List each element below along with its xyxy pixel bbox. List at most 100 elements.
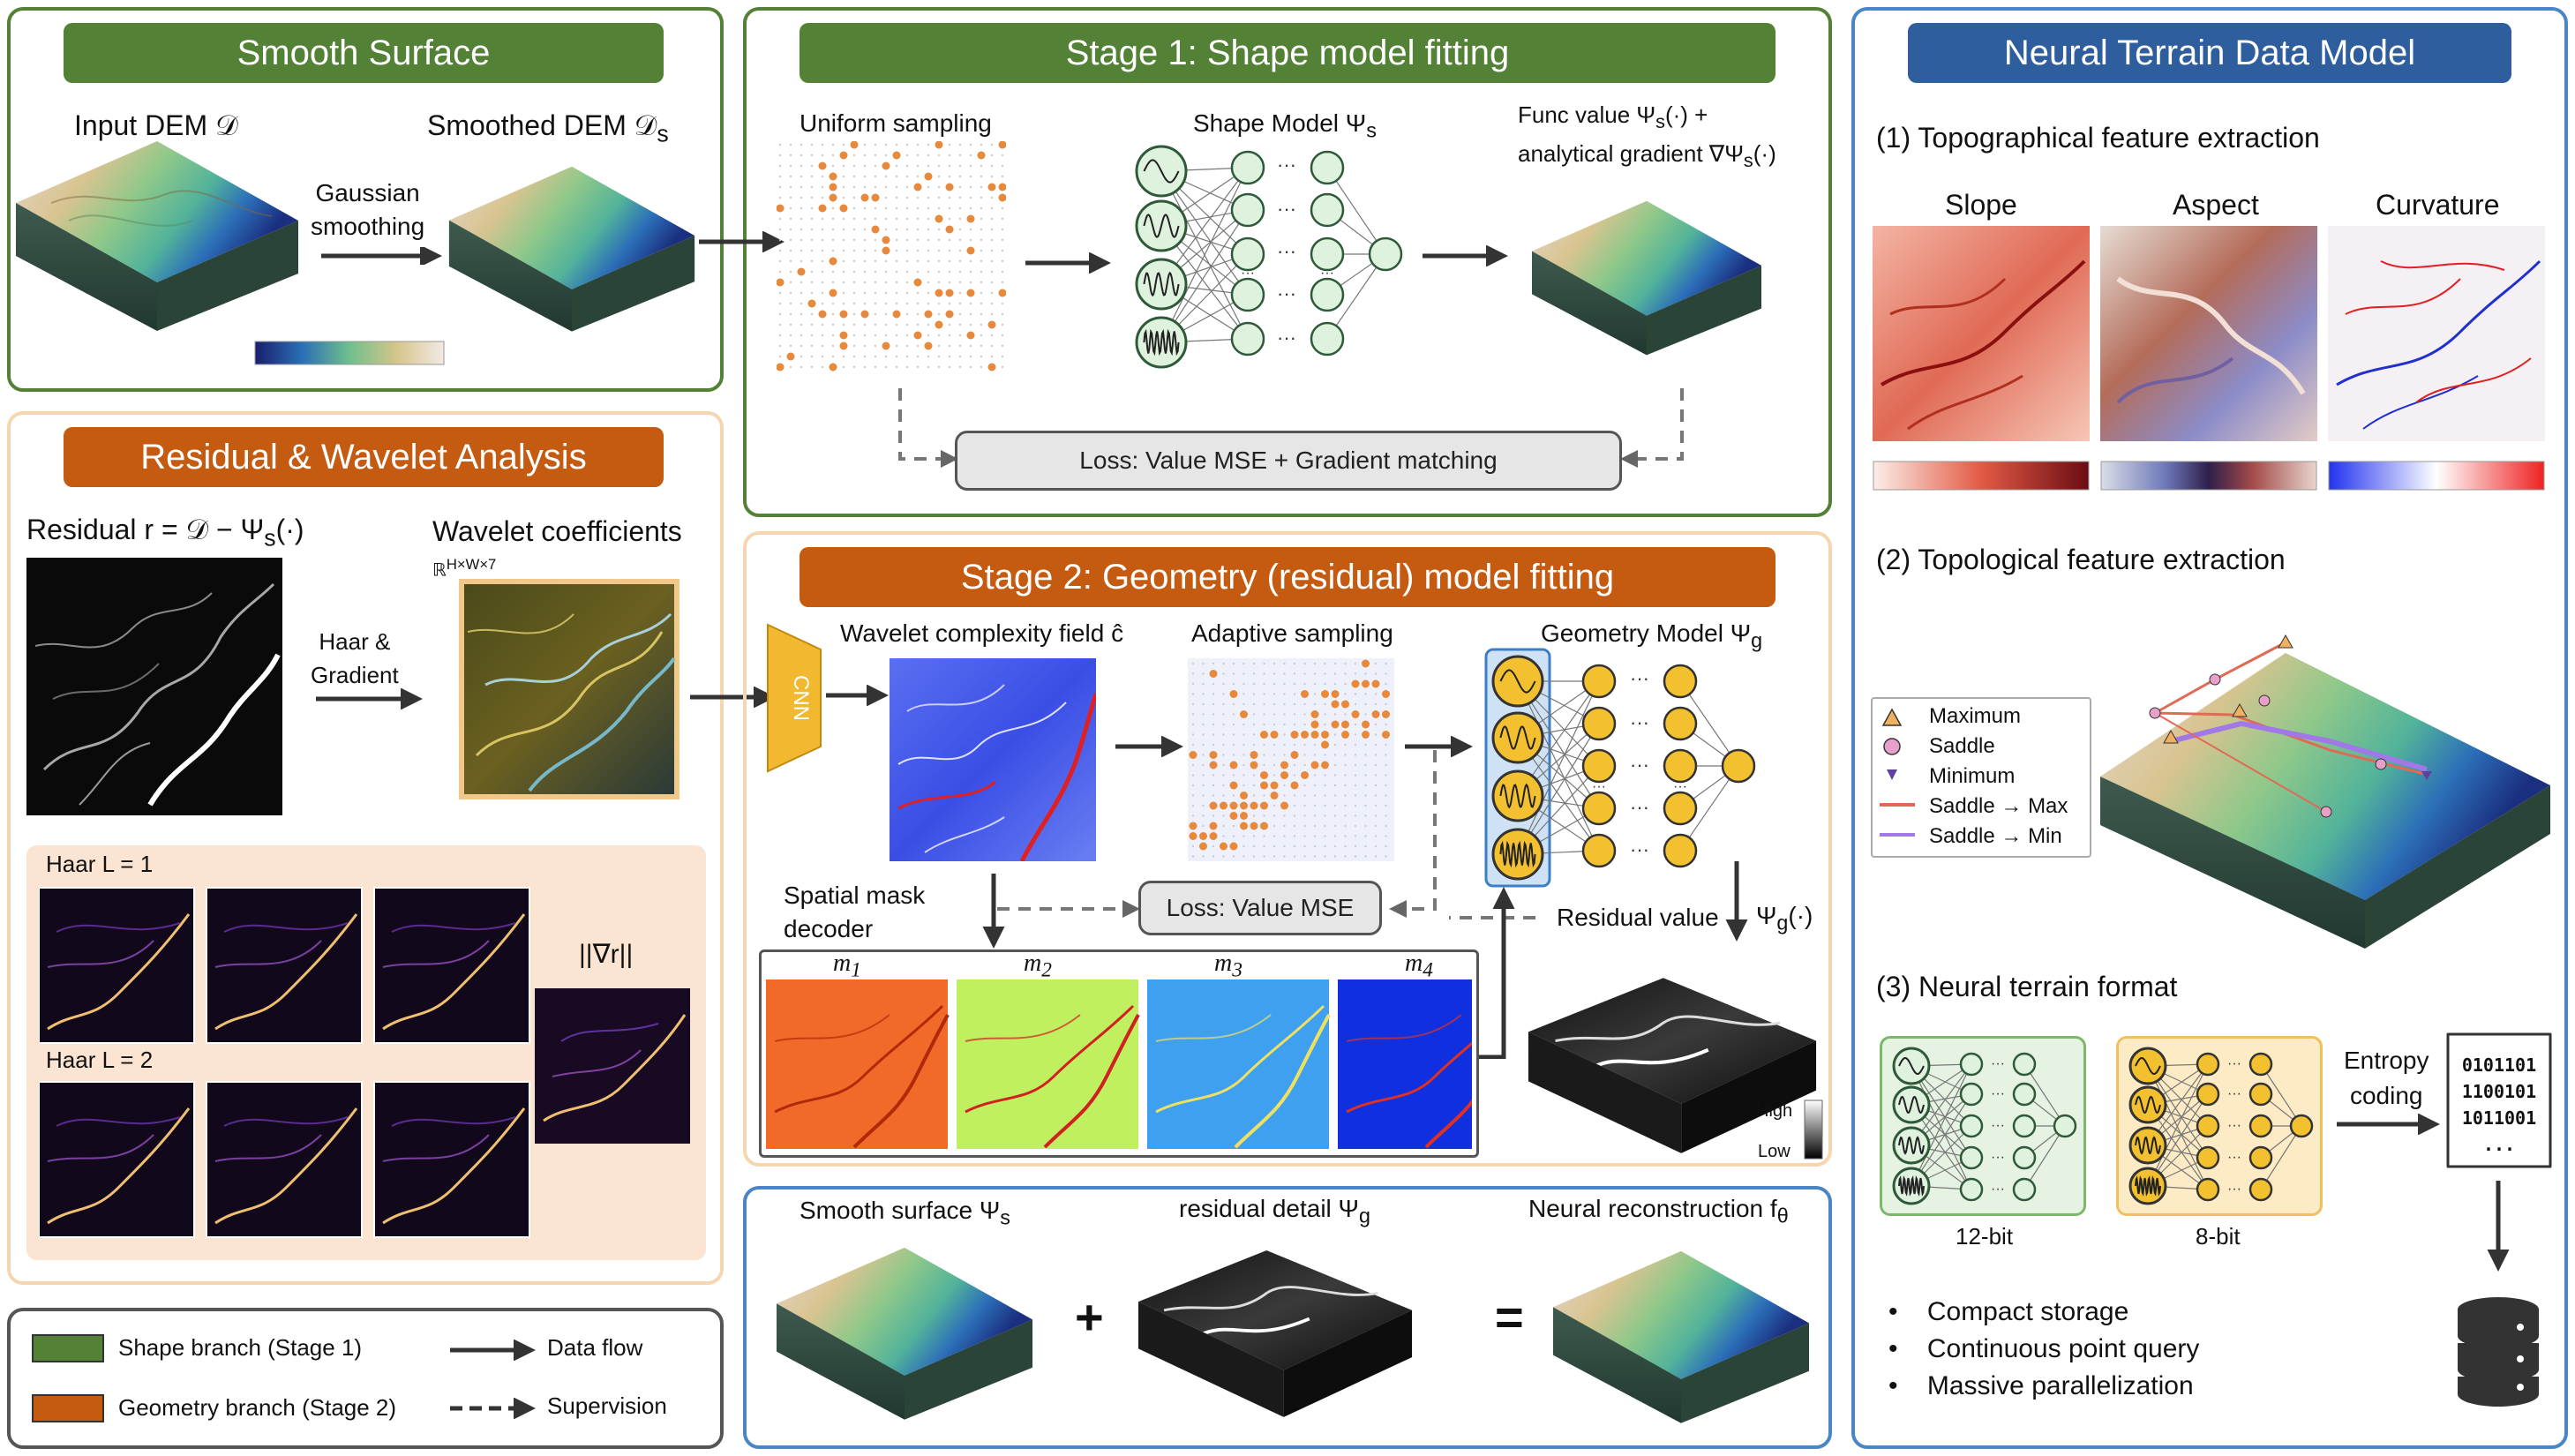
grid-point	[821, 323, 824, 326]
grid-point	[863, 206, 867, 210]
grid-point	[937, 228, 941, 231]
sample-point	[860, 310, 869, 319]
grid-point	[842, 259, 845, 263]
sample-point	[998, 289, 1006, 297]
sample-point	[1341, 731, 1349, 739]
grid-point	[937, 164, 941, 168]
grid-point	[1364, 774, 1367, 777]
grid-point	[1364, 754, 1367, 756]
sample-point	[924, 341, 933, 350]
grid-point	[1354, 743, 1357, 747]
grid-point	[1001, 164, 1004, 168]
sample-point	[818, 204, 827, 213]
grid-point	[916, 291, 920, 295]
sample-point	[839, 341, 848, 350]
grid-point	[1222, 814, 1225, 817]
grid-point	[884, 206, 888, 210]
sample-point	[945, 225, 954, 234]
grid-point	[821, 175, 824, 178]
grid-point	[810, 344, 814, 348]
grid-point	[969, 196, 972, 199]
residual-detail-term-label: residual detail Ψg	[1179, 1195, 1370, 1227]
grid-point	[778, 334, 782, 337]
reconstruction-panel	[743, 1186, 1832, 1449]
hidden-node	[1581, 791, 1617, 826]
sample-point	[1220, 842, 1227, 851]
grid-point	[895, 281, 898, 284]
grid-point	[1364, 784, 1367, 787]
grid-point	[969, 355, 972, 358]
sine-wave	[2135, 1136, 2161, 1155]
sample-point	[1331, 720, 1340, 729]
grid-point	[1374, 794, 1378, 797]
grid-point	[1202, 763, 1205, 767]
topology-feature-heading: (2) Topological feature extraction	[1876, 544, 2286, 575]
sample-point	[945, 310, 954, 319]
grid-point	[1354, 723, 1357, 726]
ellipsis: ···	[1991, 1086, 2005, 1101]
grid-point	[1385, 763, 1387, 767]
grid-point	[1303, 814, 1306, 817]
stage1-loss-box: Loss: Value MSE + Gradient matching	[955, 431, 1622, 491]
grid-point	[884, 355, 888, 358]
grid-point	[1344, 713, 1347, 716]
grid-point	[1333, 682, 1337, 686]
grid-point	[980, 302, 983, 305]
neural-terrain-panel	[1851, 7, 2568, 1449]
smooth-surface-title: Smooth Surface	[64, 23, 664, 83]
grid-point	[810, 217, 814, 221]
hidden-node	[1230, 321, 1265, 356]
grid-point	[1212, 844, 1215, 848]
grid-point	[1191, 794, 1195, 797]
hidden-node	[1663, 748, 1698, 784]
haar-tile	[373, 1081, 530, 1238]
grid-point	[1344, 804, 1347, 807]
grid-point	[1293, 702, 1296, 706]
grid-point	[1293, 672, 1296, 675]
grid-point	[800, 175, 803, 178]
input-dem-terrain	[16, 141, 298, 331]
grid-point	[810, 312, 814, 316]
grid-point	[1303, 672, 1306, 675]
grid-point	[1364, 763, 1367, 767]
sample-point	[807, 299, 816, 308]
sample-point	[1290, 751, 1299, 759]
grid-point	[895, 238, 898, 242]
smooth-surface-panel	[7, 7, 724, 392]
sample-point	[1371, 679, 1380, 688]
sample-point	[829, 172, 837, 181]
grid-point	[831, 334, 835, 337]
grid-point	[990, 291, 994, 295]
grid-point	[1344, 844, 1347, 848]
sine-wave	[2135, 1056, 2161, 1076]
mask-tiles	[766, 979, 1472, 1149]
grid-point	[1374, 702, 1378, 706]
sample-point	[1229, 781, 1238, 790]
grid-point	[1191, 855, 1195, 858]
grid-point	[1202, 804, 1205, 807]
sine-wave	[1499, 669, 1536, 694]
grid-point	[789, 228, 792, 231]
sample-point	[786, 352, 795, 361]
grid-point	[1303, 723, 1306, 726]
sine-wave	[1499, 783, 1536, 809]
grid-point	[852, 291, 856, 295]
grid-point	[1333, 662, 1337, 665]
grid-point	[937, 312, 941, 316]
grid-point	[1303, 662, 1306, 665]
hidden-node	[1310, 150, 1345, 185]
grid-point	[842, 291, 845, 295]
ellipsis: ···	[1592, 779, 1606, 794]
grid-point	[1333, 835, 1337, 837]
grid-point	[1202, 682, 1205, 686]
grid-point	[1263, 754, 1265, 756]
grid-point	[1313, 835, 1317, 837]
grid-point	[789, 196, 792, 199]
grid-point	[863, 175, 867, 178]
grid-point	[969, 164, 972, 168]
grid-point	[927, 238, 930, 242]
grid-point	[948, 196, 951, 199]
grid-point	[958, 175, 962, 178]
grid-point	[884, 196, 888, 199]
grid-point	[884, 302, 888, 305]
